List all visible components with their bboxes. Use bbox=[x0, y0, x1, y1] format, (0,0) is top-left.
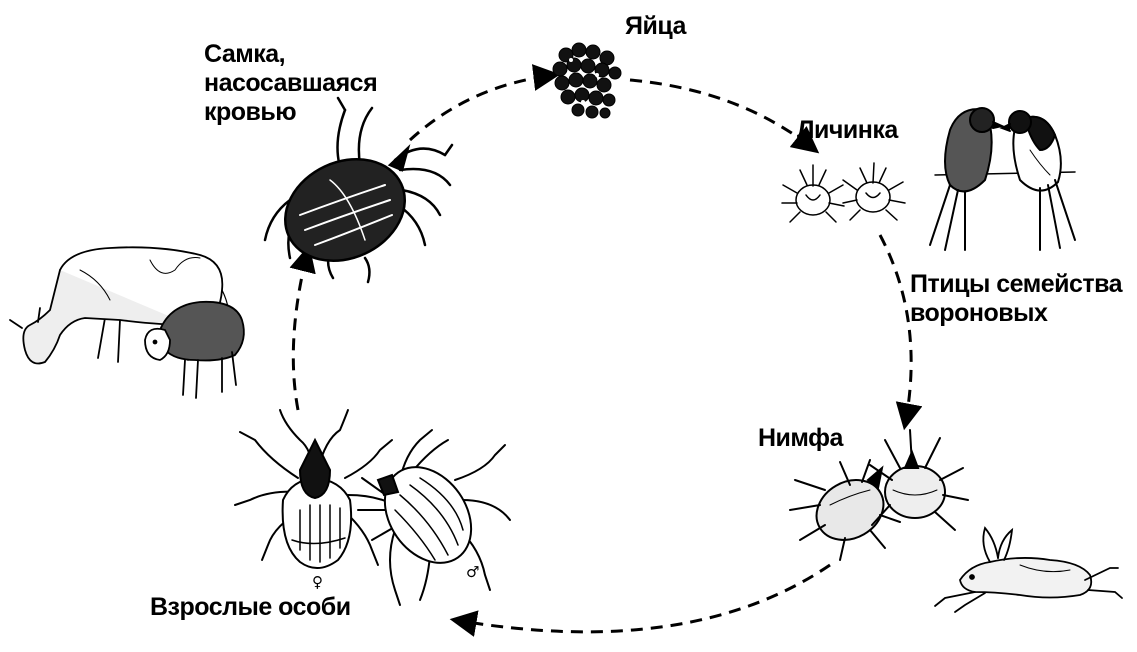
arrow-larva-to-nymph bbox=[880, 235, 911, 425]
label-larva: Личинка bbox=[797, 116, 898, 145]
male-symbol: ♂ bbox=[466, 565, 479, 580]
label-eggs: Яйца bbox=[625, 12, 686, 41]
label-nymph: Нимфа bbox=[758, 424, 843, 453]
female-symbol: ♀ bbox=[312, 575, 323, 590]
tick-adult-male-icon bbox=[358, 430, 510, 605]
tick-larva-icon bbox=[782, 163, 905, 222]
birds-icon bbox=[930, 108, 1075, 250]
arrow-nymph-to-adults bbox=[455, 565, 830, 632]
arrow-eggs-to-larva bbox=[630, 80, 815, 150]
arrow-female-to-eggs bbox=[410, 75, 555, 140]
label-adults: Взрослые особи bbox=[150, 593, 351, 622]
egg-cluster-icon bbox=[553, 43, 621, 118]
label-birds: Птицы семейства вороновых bbox=[910, 270, 1122, 328]
cycle-arrows bbox=[293, 75, 911, 632]
hare-icon bbox=[935, 528, 1122, 612]
arrow-adults-to-female bbox=[293, 250, 308, 410]
label-engorged-female: Самка, насосавшаяся кровью bbox=[204, 40, 377, 127]
tick-adult-female-icon bbox=[235, 410, 395, 568]
